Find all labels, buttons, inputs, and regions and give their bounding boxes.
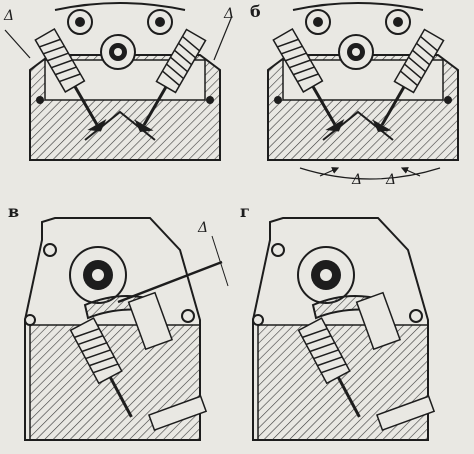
feeler-gauge-c [117,260,223,304]
gap-symbol-a-right: Δ [223,6,234,22]
gap-symbol-c: Δ [197,220,208,236]
panel-b-head-section [266,1,460,162]
panel-label-b: б [250,2,261,21]
gap-line-a-left [4,29,31,59]
panel-c-head-section [23,216,208,442]
panel-label-d: г [240,202,250,221]
panel-a-head-section [28,1,222,162]
gap-symbol-b-left: Δ [351,172,362,188]
gap-line-a-right [213,15,233,61]
gap-symbol-b-right: Δ [385,172,396,188]
gap-leader-c [211,235,229,287]
panel-d-head-section [251,216,436,442]
panel-label-c: в [8,202,20,221]
gap-arc-b [299,167,441,180]
gap-symbol-a-left: Δ [3,8,14,24]
